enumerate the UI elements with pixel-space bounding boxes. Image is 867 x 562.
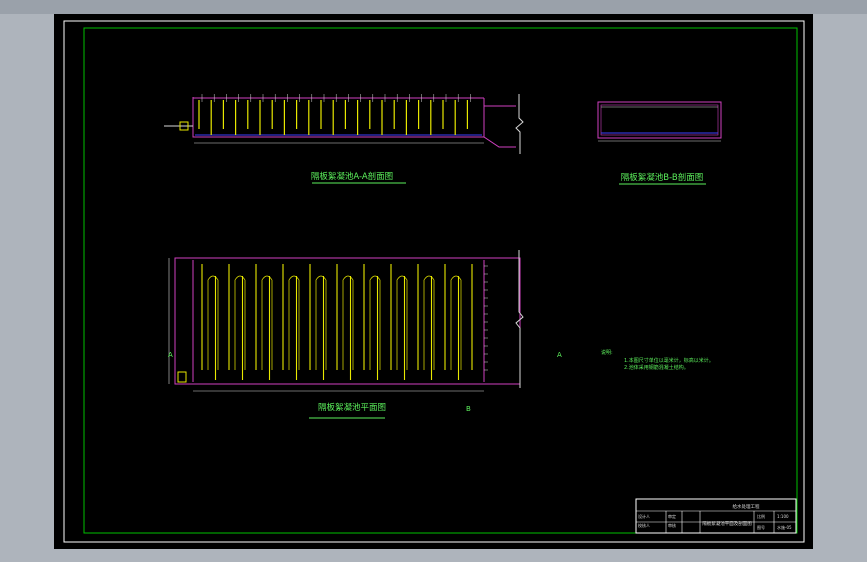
inner-border [83, 27, 798, 534]
title-block-role-1: 设计人 [638, 513, 650, 519]
section-a-inlet-valve [179, 121, 189, 131]
section-a-title: 隔板絮凝池A-A剖面图 [311, 171, 393, 182]
section-b-title: 隔板絮凝池B-B剖面图 [621, 172, 703, 183]
notes-heading: 说明: [601, 349, 613, 356]
plan-view: A B 隔板絮凝池平面图 [168, 250, 524, 419]
title-block-sheet-label: 图号 [757, 524, 765, 530]
plan-outer-wall [174, 257, 521, 385]
plan-flow-channel [207, 275, 219, 370]
plan-flow-channel [342, 275, 354, 370]
plan-flow-channel [396, 275, 408, 370]
outer-frame [63, 20, 805, 543]
title-block-scale-label: 比例 [757, 513, 765, 519]
title-block-sign-2: 审核 [668, 522, 676, 528]
plan-inlet-valve [177, 371, 187, 383]
plan-baffles [201, 264, 473, 380]
plan-break-line [515, 250, 524, 388]
plan-flow-channel [315, 275, 327, 370]
plan-section-marker-a: A [168, 351, 173, 359]
section-a-break-line [515, 94, 524, 154]
title-block-scale-value: 1:100 [777, 514, 789, 519]
section-a-view: 隔板絮凝池A-A剖面图 [164, 94, 524, 184]
notes-line-2: 2.池体采用钢筋混凝土结构。 [624, 364, 689, 371]
plan-outlet-ticks [484, 265, 488, 371]
application-chrome [0, 0, 867, 14]
section-a-baffles [198, 94, 471, 135]
title-block: 给水处理工程 设计人 审定 校核人 审核 隔板絮凝池平面及剖面图 比例 1:10… [635, 498, 797, 534]
title-block-role-2: 校核人 [638, 522, 650, 528]
title-block-project: 给水处理工程 [733, 503, 760, 510]
section-b-outer-wall [597, 101, 722, 139]
plan-flow-channel [261, 275, 273, 370]
section-b-view: 隔板絮凝池B-B剖面图 [597, 101, 722, 185]
section-b-inner-wall [600, 104, 719, 136]
title-block-sheet-value: 水施-05 [777, 524, 792, 530]
title-block-sign-1: 审定 [668, 513, 676, 519]
plan-flow-channel [288, 275, 300, 370]
cad-drawing-canvas[interactable]: 隔板絮凝池A-A剖面图 隔板絮凝池B-B剖面图 A B 隔板絮凝池平面图 A 说… [54, 14, 813, 549]
plan-flow-channel [369, 275, 381, 370]
notes-block: A 说明: 1.本图尺寸单位以毫米计，标高以米计。 2.池体采用钢筋混凝土结构。 [557, 349, 714, 371]
plan-section-marker-b: B [466, 405, 471, 413]
plan-title: 隔板絮凝池平面图 [318, 402, 386, 413]
plan-flow-channel [423, 275, 435, 370]
plan-flow-channel [450, 275, 462, 370]
title-block-drawing-title: 隔板絮凝池平面及剖面图 [702, 520, 752, 527]
plan-flow-channel [234, 275, 246, 370]
notes-line-1: 1.本图尺寸单位以毫米计，标高以米计。 [624, 357, 714, 364]
notes-marker: A [557, 351, 562, 359]
